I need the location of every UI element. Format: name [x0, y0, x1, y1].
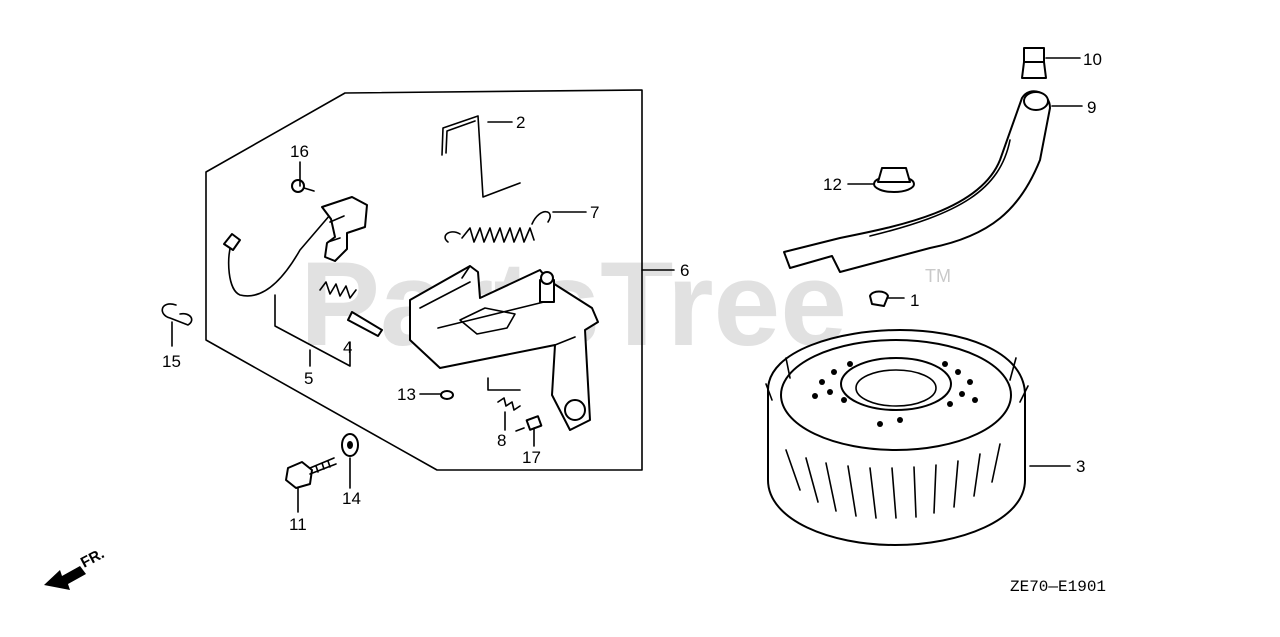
leader-lines	[171, 57, 1083, 513]
part-17-screw[interactable]	[515, 415, 543, 432]
callout-3: 3	[1076, 457, 1085, 476]
callout-13: 13	[397, 385, 416, 404]
part-9-ignition-arm[interactable]	[783, 90, 1051, 273]
part-13-washer[interactable]	[440, 390, 454, 400]
callout-10: 10	[1083, 50, 1102, 69]
callout-16: 16	[290, 142, 309, 161]
part-14-washer[interactable]	[341, 433, 359, 457]
part-1-key[interactable]	[869, 290, 889, 307]
governor-assembly-outline	[205, 89, 643, 471]
part-16-bolt[interactable]	[291, 179, 315, 193]
part-12-flange-nut[interactable]	[873, 167, 915, 193]
callout-1: 1	[910, 291, 919, 310]
flywheel-holes	[812, 361, 978, 427]
callout-17: 17	[522, 448, 541, 467]
callout-2: 2	[516, 113, 525, 132]
callout-4: 4	[343, 338, 352, 357]
part-8-spring[interactable]	[497, 397, 521, 411]
callout-8: 8	[497, 431, 506, 450]
diagram-code: ZE70—E1901	[1010, 578, 1106, 596]
callout-5: 5	[304, 369, 313, 388]
callout-7: 7	[590, 203, 599, 222]
flywheel-fins	[765, 357, 1029, 519]
callout-11: 11	[289, 515, 307, 534]
callout-9: 9	[1087, 98, 1096, 117]
callout-15: 15	[162, 352, 181, 371]
part-10-nut[interactable]	[1021, 47, 1047, 79]
callout-14: 14	[342, 489, 361, 508]
front-label: FR.	[78, 545, 107, 571]
callout-12: 12	[823, 175, 842, 194]
part-4-spring[interactable]	[319, 281, 383, 337]
part-11-flange-bolt[interactable]	[285, 457, 337, 489]
front-direction-arrow: FR.	[44, 545, 107, 590]
callout-6: 6	[680, 261, 689, 280]
watermark-trademark: TM	[925, 266, 951, 286]
part-15-clip[interactable]	[161, 303, 193, 326]
part-5-governor-arm[interactable]	[223, 196, 368, 297]
part-6-governor-bracket[interactable]	[409, 265, 599, 431]
part-7-governor-spring[interactable]	[444, 210, 551, 243]
part-2-governor-rod[interactable]	[441, 115, 521, 198]
part-3-flywheel[interactable]	[765, 329, 1029, 546]
